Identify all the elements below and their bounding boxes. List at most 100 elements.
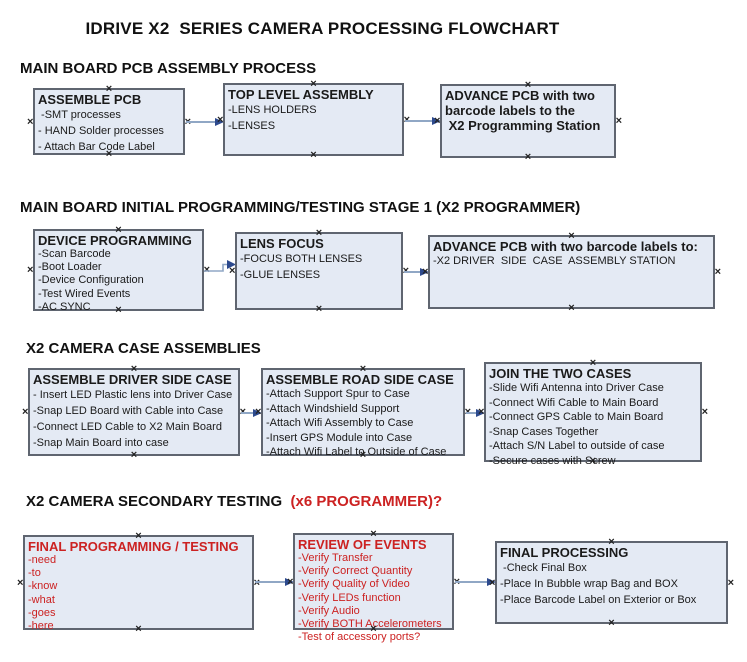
flow-box-top-level-assembly[interactable]: × × × × TOP LEVEL ASSEMBLY -LENS HOLDERS… [217,79,410,161]
connection-handle[interactable]: × [615,115,622,127]
box-item: -Place Barcode Label on Exterior or Box [500,594,697,606]
section-heading-black: X2 CAMERA SECONDARY TESTING [26,493,283,510]
box-item: - HAND Solder processes [38,125,164,137]
connection-handle[interactable]: × [714,266,721,278]
flow-box-assemble-pcb[interactable]: × × × × ASSEMBLE PCB -SMT processes - HA… [27,84,191,160]
connection-handle[interactable]: × [105,83,113,95]
connection-handle[interactable]: × [229,265,236,277]
flow-box-final-processing[interactable]: × × × × FINAL PROCESSING -Check Final Bo… [489,537,734,629]
connection-handle[interactable]: × [370,623,377,635]
connection-handle[interactable]: × [422,266,429,278]
connection-handle[interactable]: × [568,230,575,242]
flow-arrow[interactable] [241,407,262,419]
box-item: -Snap Cases Together [489,425,599,438]
connection-handle[interactable]: × [17,576,24,589]
connection-handle[interactable]: × [135,623,142,635]
flow-arrow-elbow[interactable] [204,258,238,276]
arrow-line [241,412,254,414]
box-item: -Attach Windshield Support [266,402,400,415]
box-item: -Scan Barcode [38,248,111,260]
section-heading-case-assemblies: X2 CAMERA CASE ASSEMBLIES [26,340,261,357]
flow-arrow[interactable] [404,266,429,278]
connection-handle[interactable]: × [255,406,262,418]
box-item: -Snap LED Board with Cable into Case [33,405,224,417]
flow-box-advance-pcb-programming-station[interactable]: × × × × ADVANCE PCB with two barcode lab… [434,80,622,163]
connection-handle[interactable]: × [130,449,138,461]
connection-handle[interactable]: × [203,264,210,276]
arrow-line [404,271,421,273]
connection-handle[interactable]: × [27,264,34,276]
flow-box-device-programming[interactable]: × × × × DEVICE PROGRAMMING -Scan Barcode… [27,225,210,316]
connection-handle[interactable]: × [404,114,410,125]
section-heading-initial-programming: MAIN BOARD INITIAL PROGRAMMING/TESTING S… [20,199,581,216]
connection-handle[interactable]: × [22,406,29,418]
connection-handle[interactable]: × [105,148,113,160]
arrow-head-icon [432,116,441,125]
section-heading-secondary-testing: X2 CAMERA SECONDARY TESTING (x6 PROGRAMM… [26,493,442,510]
flow-arrow[interactable] [455,576,496,588]
connection-handle[interactable]: × [524,79,532,91]
box-item: -LENSES [228,120,276,132]
flow-box-advance-pcb-driver-side[interactable]: × × × × ADVANCE PCB with two barcode lab… [422,231,721,314]
box-title: ASSEMBLE ROAD SIDE CASE [266,372,454,387]
flow-box-lens-focus[interactable]: × × × × LENS FOCUS -FOCUS BOTH LENSES -G… [229,228,409,315]
connection-handle[interactable]: × [608,536,615,548]
connection-handle[interactable]: × [568,302,575,314]
box-title: DEVICE PROGRAMMING [38,233,192,248]
flow-box-assemble-road-side-case[interactable]: × × × × ASSEMBLE ROAD SIDE CASE -Attach … [255,364,471,461]
connection-handle[interactable]: × [115,304,122,316]
connection-handle[interactable]: × [287,575,294,588]
connection-handle[interactable]: × [727,576,734,589]
flow-box-final-programming-testing[interactable]: × × × × FINAL PROGRAMMING / TESTING -nee… [17,531,260,635]
box-item: -Secure cases with Screw [489,454,616,467]
box-item: -Snap Main Board into case [33,437,169,449]
connection-handle[interactable]: × [130,363,138,375]
connection-handle[interactable]: × [315,303,323,315]
connection-handle[interactable]: × [359,449,367,461]
connection-handle[interactable]: × [310,149,317,161]
arrow-head-icon [215,117,224,126]
connection-handle[interactable]: × [608,617,615,629]
box-title: ADVANCE PCB with two barcode labels to: [433,239,698,254]
arrow-line [405,120,433,122]
flow-arrow[interactable] [255,576,294,588]
connection-handle[interactable]: × [589,357,597,369]
connection-handle[interactable]: × [310,78,317,90]
connection-handle[interactable]: × [524,151,532,163]
arrow-line [255,581,286,583]
section-heading-red: (x6 PROGRAMMER)? [282,493,443,510]
section-heading-pcb-assembly: MAIN BOARD PCB ASSEMBLY PROCESS [20,60,317,77]
flow-box-assemble-driver-side-case[interactable]: × × × × ASSEMBLE DRIVER SIDE CASE - Inse… [22,364,246,461]
connection-handle[interactable]: × [27,115,34,128]
arrow-head-icon [285,577,294,586]
box-item: -Connect Wifi Cable to Main Board [489,396,659,409]
flow-box-review-of-events[interactable]: × × × × REVIEW OF EVENTS -Verify Transfe… [287,529,460,644]
connection-handle[interactable]: × [701,406,708,418]
box-item: -know [28,580,58,593]
connection-handle[interactable]: × [589,455,597,467]
box-item: -Verify Correct Quantity [298,565,413,578]
box-item: -goes [28,606,56,619]
page-title: IDRIVE X2 SERIES CAMERA PROCESSING FLOWC… [85,19,560,38]
connection-handle[interactable]: × [489,576,496,589]
box-item: -here [28,620,54,633]
box-item: -Slide Wifi Antenna into Driver Case [489,382,664,394]
connection-handle[interactable]: × [135,530,142,542]
box-title: LENS FOCUS [240,236,324,251]
box-item: -GLUE LENSES [240,269,321,281]
box-title: FINAL PROCESSING [500,545,629,560]
box-item: -Check Final Box [500,562,587,574]
flow-box-join-the-two-cases[interactable]: × × × × JOIN THE TWO CASES -Slide Wifi A… [478,358,708,467]
arrow-line [455,581,488,583]
connection-handle[interactable]: × [115,224,122,236]
connection-handle[interactable]: × [434,115,441,127]
flow-arrow[interactable] [466,407,485,419]
connection-handle[interactable]: × [315,227,323,239]
connection-handle[interactable]: × [478,406,485,418]
connection-handle[interactable]: × [217,113,224,126]
connection-handle[interactable]: × [359,363,367,375]
connection-handle[interactable]: × [370,528,377,540]
flow-arrow[interactable] [405,115,441,127]
flow-arrow[interactable] [186,116,224,128]
